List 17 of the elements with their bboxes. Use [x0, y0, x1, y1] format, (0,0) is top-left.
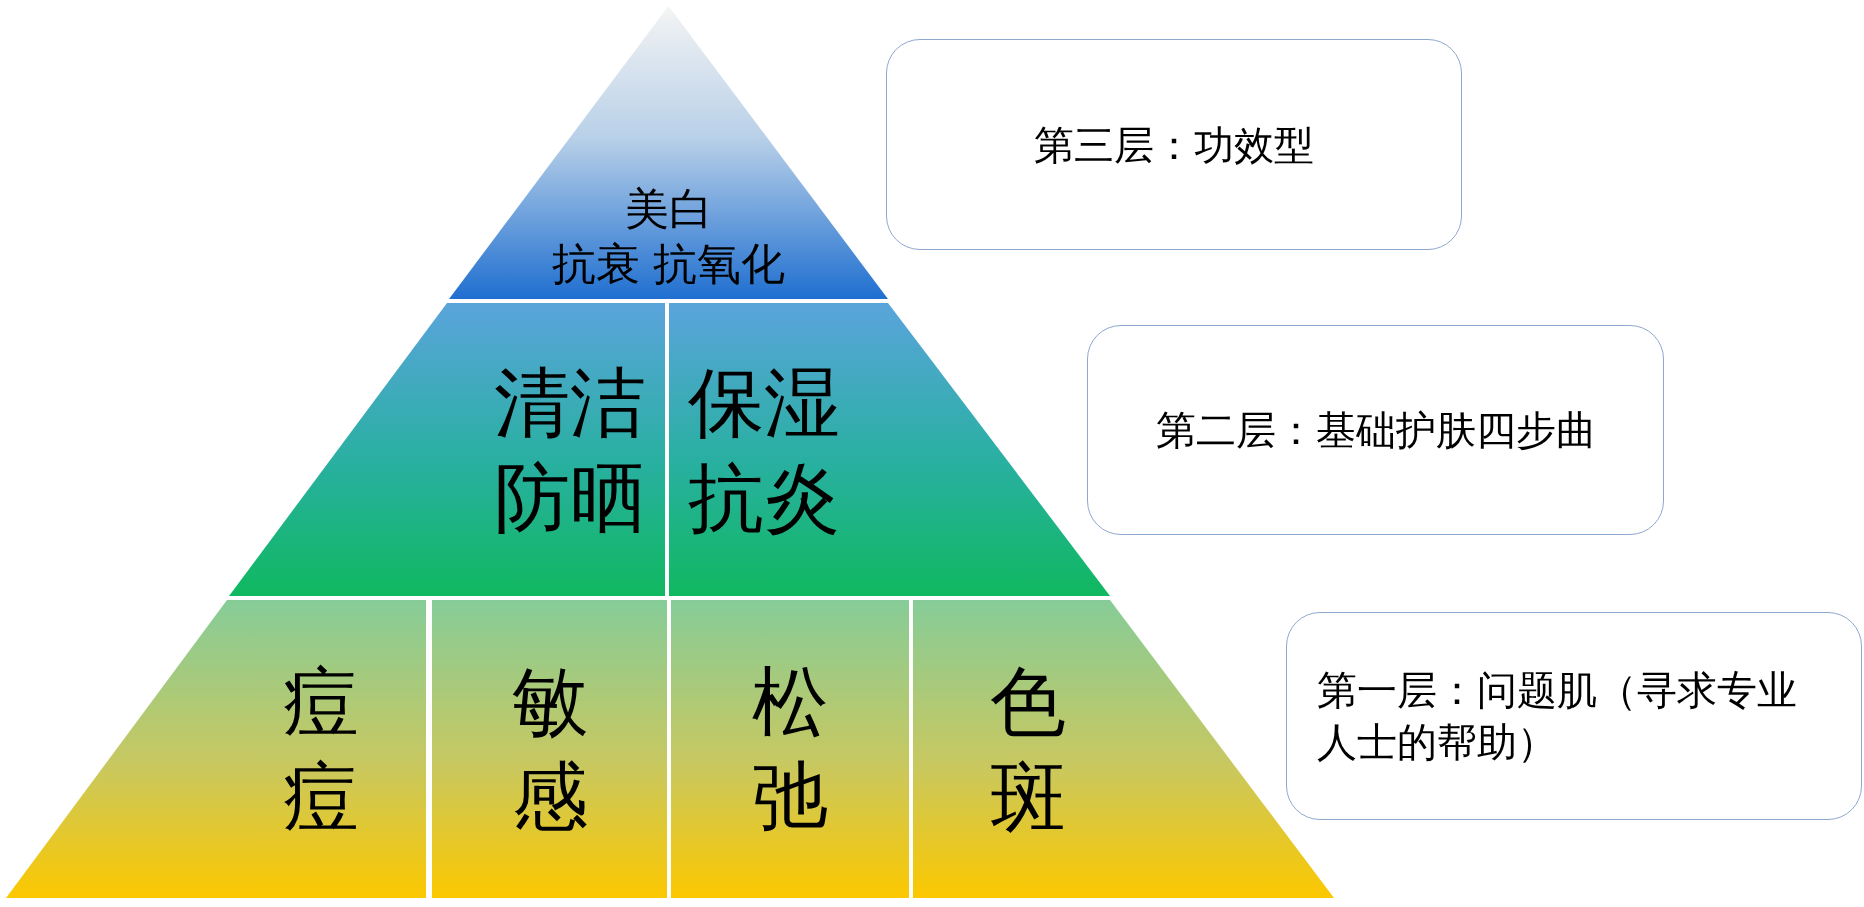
- pyramid-segment: [671, 600, 909, 898]
- pyramid-segment: [669, 303, 1110, 596]
- text-card: [1286, 612, 1862, 820]
- segment-label: 清洁防晒: [493, 356, 647, 544]
- pyramid-segment: [432, 600, 667, 898]
- text-card: [1087, 325, 1664, 535]
- segment-label: 美白抗衰 抗氧化: [550, 182, 787, 291]
- pyramid-segment: [229, 303, 665, 596]
- segment-label: 色斑: [989, 656, 1067, 843]
- segment-label: 保湿抗炎: [687, 356, 841, 544]
- card-label: 第二层：基础护肤四步曲: [1155, 406, 1596, 455]
- text-card: [886, 39, 1462, 250]
- segment-label: 松弛: [751, 656, 829, 843]
- card-label: 第三层：功效型: [1034, 120, 1314, 170]
- segment-label: 痘痘: [282, 656, 360, 843]
- card-label: 第一层：问题肌（寻求专业人士的帮助）: [1317, 666, 1798, 767]
- segment-label: 敏感: [510, 656, 589, 843]
